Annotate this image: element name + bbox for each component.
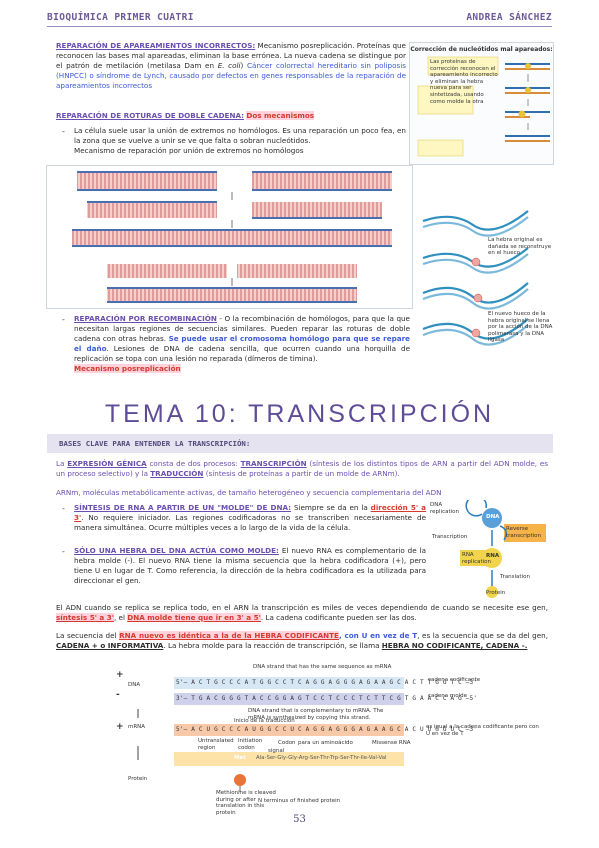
postreplication-mechanism: Mecanismo posreplicación xyxy=(74,363,181,373)
page-number: 53 xyxy=(293,814,306,825)
mrna-description: ARNm, moléculas metabólicamente activas,… xyxy=(56,488,442,497)
amino-acid: Val- xyxy=(368,755,379,761)
amino-acid: Arg- xyxy=(298,755,310,761)
bullet-dash: - xyxy=(62,315,65,324)
gene-expression-paragraph: La EXPRESIÓN GÉNICA consta de dos proces… xyxy=(56,459,548,478)
transcription-sequence-figure: + - DNA + mRNA Protein DNA strand that h… xyxy=(108,664,556,816)
nhej-figure xyxy=(46,165,413,309)
chapter-title: TEMA 10: TRANSCRIPCIÓN xyxy=(104,400,495,428)
amino-acid: Trp- xyxy=(330,755,341,761)
nhej-diagram xyxy=(72,171,392,303)
nhej-paragraph: La célula suele usar la unión de extremo… xyxy=(74,126,406,155)
template-strand-bullet: SÓLO UNA HEBRA DEL DNA ACTÚA COMO MOLDE:… xyxy=(74,546,426,585)
mismatch-repair-title: REPARACIÓN DE APAREAMIENTOS INCORRECTOS: xyxy=(56,41,256,50)
mismatch-repair-paragraph: REPARACIÓN DE APAREAMIENTOS INCORRECTOS:… xyxy=(56,41,406,90)
recombination-figure: La hebra original es dañada se reconstru… xyxy=(418,203,558,358)
recombination-paragraph: REPARACIÓN POR RECOMBINACIÓN - O la reco… xyxy=(74,314,411,373)
amino-acid: Gly- xyxy=(288,755,299,761)
bullet-dash: - xyxy=(62,547,65,556)
central-dogma-figure: DNA replication DNA Reverse transcriptio… xyxy=(430,495,550,600)
central-dogma-diagram xyxy=(460,495,546,598)
mismatch-correction-figure: Corrección de nucleótidos mal apareados:… xyxy=(409,42,554,165)
amino-acid: Thr- xyxy=(350,755,361,761)
replication-vs-transcription-paragraph: El ADN cuando se replica se replica todo… xyxy=(56,603,548,622)
dsb-repair-title-line: REPARACIÓN DE ROTURAS DE DOBLE CADENA: D… xyxy=(56,111,315,120)
bullet-dash: - xyxy=(62,127,65,136)
recombination-title: REPARACIÓN POR RECOMBINACIÓN xyxy=(74,314,217,323)
amino-acid: Ser- xyxy=(266,755,278,761)
amino-acid: Gly- xyxy=(277,755,289,761)
amino-acid: Ser- xyxy=(340,755,351,761)
amino-acid-row: Ala-Ser-Gly-Gly-Arg-Ser-Thr-Trp-Ser-Thr-… xyxy=(256,755,406,761)
recombination-diagram xyxy=(422,210,529,346)
header-author: ANDREA SÁNCHEZ xyxy=(466,12,552,23)
synthesis-bullet: SÍNTESIS DE RNA A PARTIR DE UN "MOLDE" D… xyxy=(74,503,427,532)
mismatch-diagram xyxy=(417,57,550,157)
amino-acid: Ser- xyxy=(309,755,320,761)
header-course: BIOQUÍMICA PRIMER CUATRI xyxy=(47,12,194,23)
header-divider xyxy=(47,26,552,27)
lynch-syndrome-text: Cáncer colorrectal hereditario sin polip… xyxy=(56,60,406,90)
section-header: BASES CLAVE PARA ENTENDER LA TRANSCRIPCI… xyxy=(47,434,553,453)
sequence-diagram xyxy=(137,677,404,792)
amino-acid: Ala- xyxy=(256,755,267,761)
coding-strand-paragraph: La secuencia del RNA nuevo es idéntica a… xyxy=(56,631,549,650)
bullet-dash: - xyxy=(62,504,65,513)
amino-acid: Thr- xyxy=(319,755,331,761)
amino-acid: Val xyxy=(378,755,387,761)
two-mechanisms: Dos mecanismos xyxy=(246,111,315,120)
amino-acid: Ile- xyxy=(360,755,369,761)
